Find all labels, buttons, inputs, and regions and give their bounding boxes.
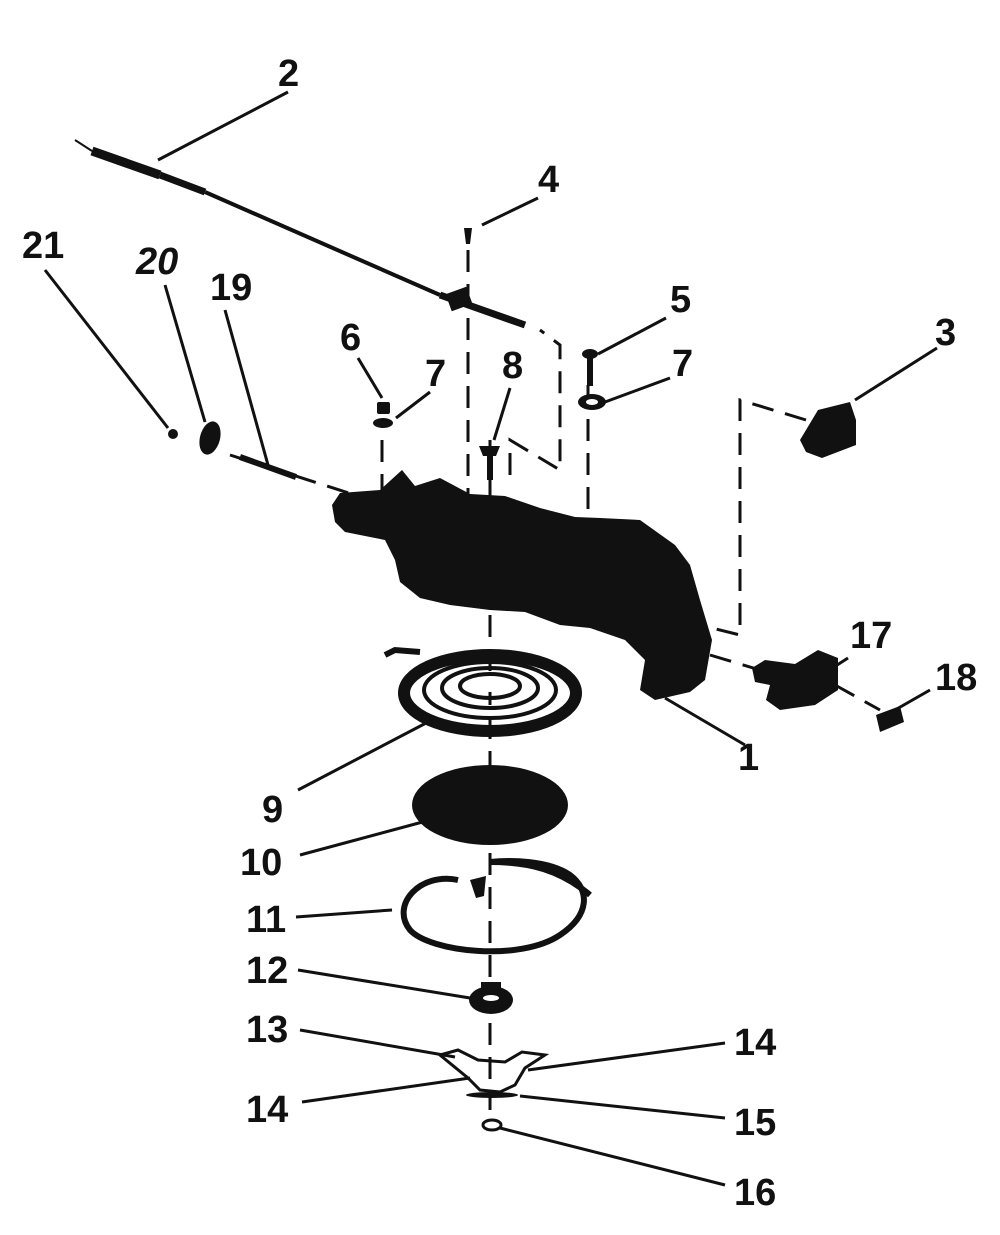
callout-5: 5 [670, 279, 691, 321]
pulley-disc-part [412, 765, 568, 845]
callout-13: 13 [246, 1009, 288, 1051]
callout-4: 4 [538, 159, 559, 201]
callout-2: 2 [278, 53, 299, 95]
callout-7-left: 7 [425, 353, 446, 395]
callout-9: 9 [262, 789, 283, 831]
callout-12: 12 [246, 950, 288, 992]
nut-part [377, 402, 390, 414]
callout-21: 21 [22, 225, 64, 267]
screw-8-part [479, 446, 500, 480]
callout-7-right: 7 [672, 343, 693, 385]
callout-15: 15 [734, 1102, 776, 1144]
pawl-plate-part [436, 1048, 550, 1094]
callout-18: 18 [935, 657, 977, 699]
starter-housing-part [332, 470, 712, 700]
housing-cap-part [800, 402, 856, 458]
bottom-screw-part [466, 1092, 518, 1132]
callout-8: 8 [502, 345, 523, 387]
callout-14-right: 14 [734, 1022, 776, 1064]
screw-part [582, 349, 598, 386]
callout-17: 17 [850, 615, 892, 657]
callout-labels: 2 4 5 3 21 20 19 6 7 8 7 17 18 1 9 10 11… [22, 53, 977, 1214]
callout-10: 10 [240, 842, 282, 884]
callout-14-left: 14 [246, 1089, 288, 1131]
shaft-assembly-part [168, 421, 298, 480]
callout-19: 19 [210, 267, 252, 309]
leader-lines [43, 90, 938, 1187]
callout-20: 20 [135, 241, 178, 283]
callout-1: 1 [738, 737, 759, 779]
rivet-part [464, 228, 472, 244]
hub-part [469, 982, 513, 1014]
recoil-spring-part [383, 646, 582, 737]
throttle-cable-part [74, 139, 527, 329]
callout-6: 6 [340, 317, 361, 359]
callout-3: 3 [935, 312, 956, 354]
starter-rope-part [400, 858, 592, 955]
washer-part [373, 394, 606, 428]
callout-11: 11 [246, 899, 286, 941]
handle-part [752, 650, 838, 710]
callout-16: 16 [734, 1172, 776, 1214]
handle-insert-part [876, 706, 904, 732]
